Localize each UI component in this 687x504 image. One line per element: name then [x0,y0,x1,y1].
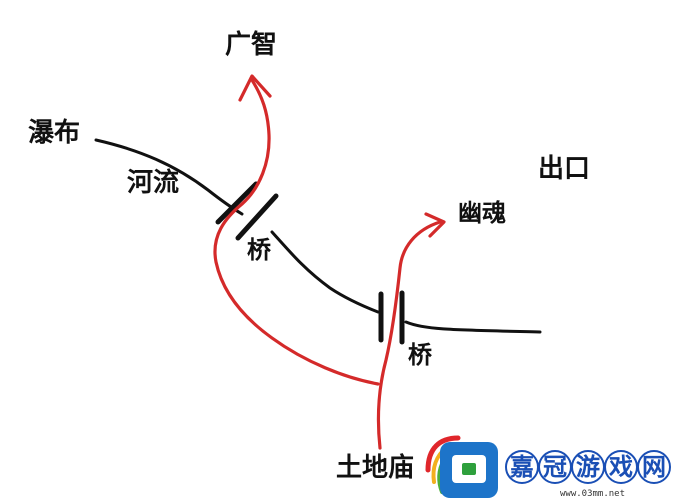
route-to-guangzhi [213,78,380,386]
label-temple: 土地庙 [336,452,414,483]
watermark-char: 嘉 [510,453,534,481]
watermark-char: 游 [576,453,600,481]
label-waterfall: 瀑布 [28,118,80,148]
label-guangzhi: 广智 [225,30,277,60]
label-river: 河流 [127,168,179,198]
upper-bridge [215,181,279,241]
watermark-char: 冠 [543,453,567,481]
watermark: 嘉 冠 游 戏 网 www.03mm.net [425,435,671,499]
watermark-char: 戏 [608,453,633,481]
watermark-logo-icon [425,435,498,498]
arrowhead-guangzhi [238,74,272,102]
lower-bridge [378,290,405,345]
watermark-char: 网 [642,453,666,481]
arrowhead-ghost [424,212,446,238]
route-to-ghost [376,220,442,450]
label-ghost: 幽魂 [458,199,506,227]
label-exit: 出口 [538,154,590,184]
label-bridge-upper: 桥 [247,236,272,264]
watermark-brand: 嘉 冠 游 戏 网 [505,450,671,484]
label-bridge-lower: 桥 [408,341,433,369]
watermark-url: www.03mm.net [560,489,625,499]
